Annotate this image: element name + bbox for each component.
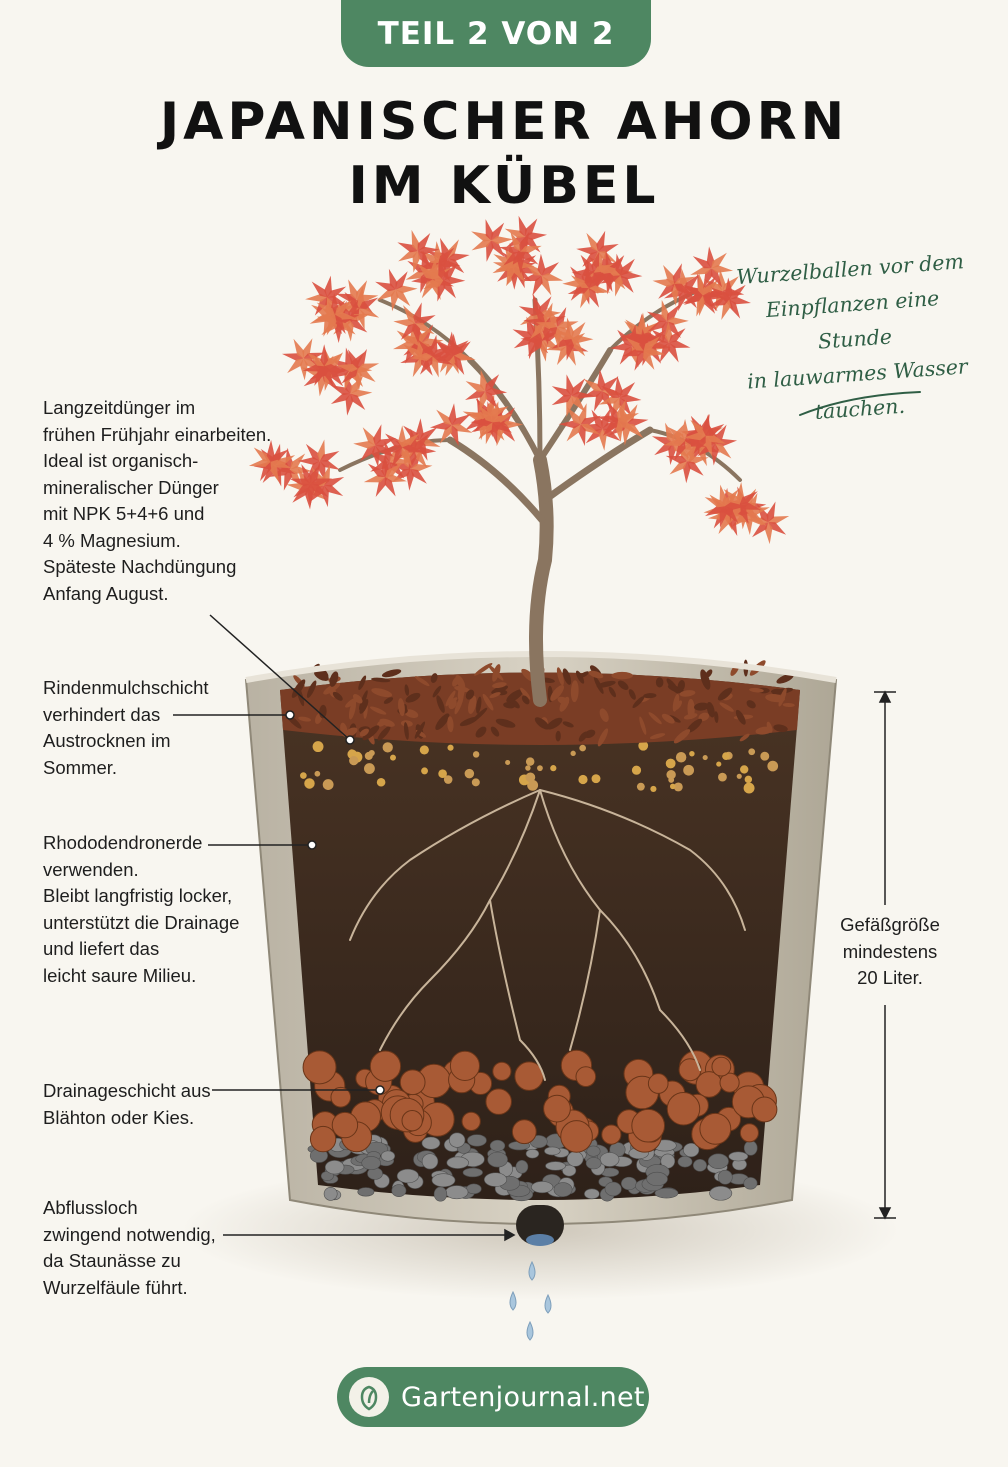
footer-brand-badge[interactable]: Gartenjournal.net: [337, 1367, 649, 1427]
roots: [349, 789, 746, 1081]
title-line-1: JAPANISCHER AHORN: [159, 92, 849, 152]
annotation-mulch: Rindenmulchschicht verhindert das Austro…: [43, 677, 209, 778]
clay-pebble-layer: [302, 1049, 778, 1153]
water-drops: [509, 1260, 552, 1341]
maple-foliage: [248, 215, 790, 545]
annotation-soil: Rhododendronerde verwenden. Bleibt langf…: [43, 832, 240, 986]
pot-size-label: Gefäßgröße mindestens 20 Liter.: [820, 912, 960, 992]
measure-arrow: [874, 690, 896, 1220]
annotation-fertilizer: Langzeitdünger im frühen Frühjahr einarb…: [43, 397, 272, 604]
part-badge: TEIL 2 VON 2: [341, 0, 651, 67]
gravel-layer: [307, 1132, 758, 1202]
handnote-underline: [799, 391, 921, 416]
brand-name: Gartenjournal.net: [401, 1381, 645, 1413]
fertilizer-beads: [300, 740, 779, 794]
drain-hole: [516, 1205, 564, 1246]
page-title: JAPANISCHER AHORN IM KÜBEL: [0, 90, 1008, 218]
tree-trunk: [338, 288, 742, 707]
sprout-leaf-icon: [349, 1377, 389, 1417]
title-line-2: IM KÜBEL: [348, 156, 660, 216]
leader-lines: [173, 614, 516, 1242]
handwritten-tip: Wurzelballen vor dem Einpflanzen eine St…: [735, 249, 969, 424]
annotation-drain-hole: Abflussloch zwingend notwendig, da Staun…: [43, 1197, 216, 1298]
annotation-drainage: Drainageschicht aus Blähton oder Kies.: [43, 1080, 211, 1128]
pot-interior: [280, 672, 800, 1200]
